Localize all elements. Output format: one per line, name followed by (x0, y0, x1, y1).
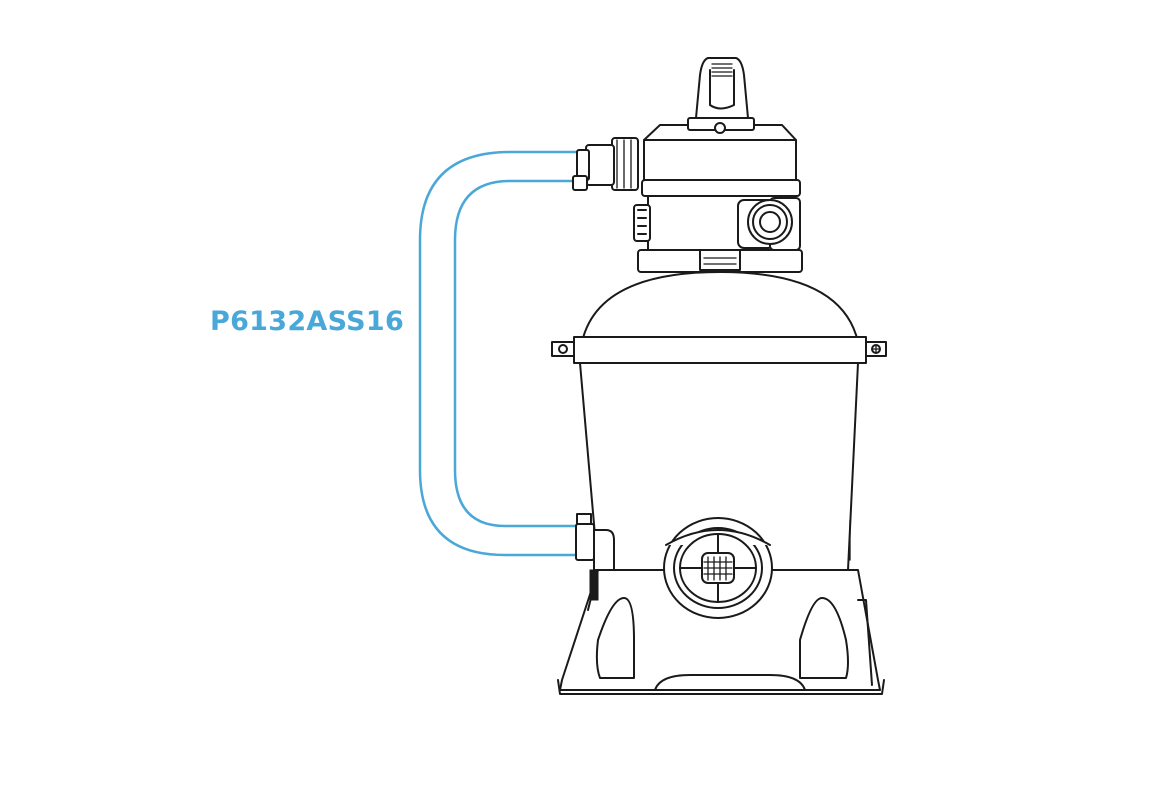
valve-handle (695, 57, 749, 119)
valve-body (633, 194, 801, 251)
hose-outer-edge (418, 150, 582, 557)
bottom-fitting (575, 513, 615, 571)
hose (418, 150, 582, 557)
part-number-label: P6132ASS16 (210, 306, 405, 337)
clamp-ring (551, 336, 887, 364)
filter-dome (581, 271, 859, 343)
inlet-fitting (572, 137, 639, 191)
hose-inner-edge (453, 179, 582, 528)
filter-base (557, 569, 885, 695)
valve-top (641, 117, 801, 197)
valve-neck (637, 247, 803, 273)
drain-strainer (663, 517, 773, 619)
